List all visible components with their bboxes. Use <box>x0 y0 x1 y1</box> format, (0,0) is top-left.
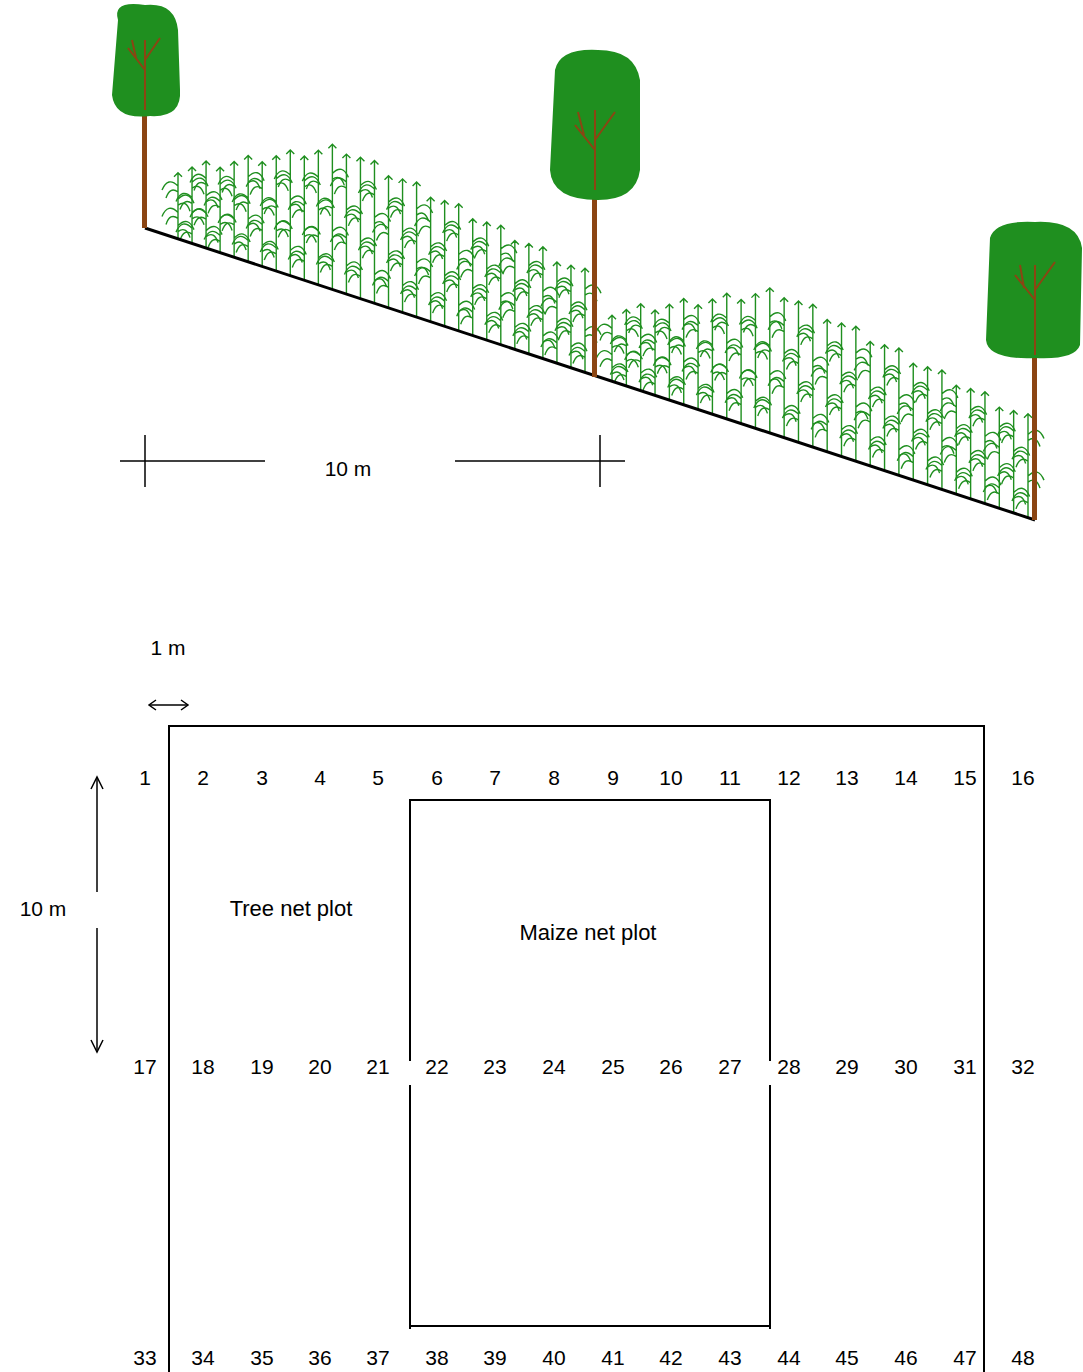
point-number: 34 <box>189 1346 216 1369</box>
point-number: 17 <box>131 1055 158 1078</box>
maize-plant <box>639 310 671 395</box>
point-number: 14 <box>892 766 919 789</box>
maize-plant <box>218 161 250 257</box>
maize-plant <box>457 219 489 336</box>
point-number: 4 <box>312 766 328 789</box>
maize-plant <box>754 288 786 433</box>
point-number: 11 <box>717 766 743 789</box>
point-number: 5 <box>370 766 386 789</box>
point-number: 8 <box>546 766 562 789</box>
maize-plant <box>344 157 376 298</box>
point-number: 26 <box>657 1055 684 1078</box>
maize-plant <box>373 176 405 308</box>
point-number: 40 <box>540 1346 567 1369</box>
dimension-label: 1 m <box>148 636 187 659</box>
maize-plant <box>471 222 503 340</box>
maize-plant <box>983 407 1015 508</box>
maize-plant <box>955 389 987 499</box>
point-number: 7 <box>487 766 503 789</box>
point-number: 46 <box>892 1346 919 1369</box>
point-number: 29 <box>833 1055 860 1078</box>
point-number: 2 <box>195 766 211 789</box>
plot-label: Maize net plot <box>518 921 659 945</box>
point-number: 10 <box>657 766 684 789</box>
maize-plant <box>682 305 714 410</box>
point-number: 48 <box>1009 1346 1036 1369</box>
maize-plant <box>316 144 348 289</box>
point-number: 13 <box>833 766 860 789</box>
maize-plants <box>162 144 1044 517</box>
maize-plant <box>826 323 858 457</box>
maize-plant <box>653 304 685 400</box>
dimension-line <box>120 435 625 487</box>
point-number: 9 <box>605 766 621 789</box>
point-number: 30 <box>892 1055 919 1078</box>
point-number: 39 <box>481 1346 508 1369</box>
point-number: 6 <box>429 766 445 789</box>
maize-plant <box>387 179 419 313</box>
point-number: 3 <box>254 766 270 789</box>
tree <box>112 4 180 228</box>
dimension-label: 10 m <box>323 457 374 480</box>
maize-plant <box>768 298 800 438</box>
point-number: 43 <box>716 1346 743 1369</box>
point-number: 35 <box>248 1346 275 1369</box>
point-number: 27 <box>716 1055 743 1078</box>
point-number: 37 <box>364 1346 391 1369</box>
maize-plant <box>1012 414 1044 518</box>
maize-plant <box>541 262 573 363</box>
plot-label: Tree net plot <box>228 897 355 921</box>
tree <box>550 50 640 377</box>
tree-net-plot: Tree net plotMaize net plot <box>168 725 985 1372</box>
maize-plant <box>840 326 872 461</box>
point-number: 16 <box>1009 766 1036 789</box>
maize-plant <box>668 298 700 404</box>
point-number: 42 <box>657 1346 684 1369</box>
maize-plant <box>401 182 433 317</box>
point-number: 45 <box>833 1346 860 1369</box>
point-number: 44 <box>775 1346 802 1369</box>
maize-plant <box>625 304 657 391</box>
maize-plant <box>897 363 929 480</box>
maize-plant <box>246 162 278 267</box>
tree <box>986 222 1082 520</box>
point-number: 12 <box>775 766 802 789</box>
point-number: 25 <box>599 1055 626 1078</box>
point-number: 15 <box>951 766 978 789</box>
point-number: 1 <box>137 766 153 789</box>
maize-plant <box>782 301 814 442</box>
maize-plant <box>869 345 901 471</box>
slope-ground <box>145 228 1035 520</box>
point-number: 23 <box>481 1055 508 1078</box>
point-number: 31 <box>951 1055 978 1078</box>
point-number: 32 <box>1009 1055 1036 1078</box>
maize-plant <box>513 244 545 354</box>
maize-plant <box>330 154 362 294</box>
point-number: 41 <box>599 1346 626 1369</box>
maize-plant <box>232 156 264 262</box>
maize-plant <box>811 320 843 452</box>
point-number: 47 <box>951 1346 978 1369</box>
point-number: 24 <box>540 1055 567 1078</box>
point-number: 20 <box>306 1055 333 1078</box>
point-number: 33 <box>131 1346 158 1369</box>
maize-plant <box>415 197 447 321</box>
agroforestry-illustration <box>0 0 1083 560</box>
point-number: 36 <box>306 1346 333 1369</box>
maize-plant <box>429 200 461 326</box>
point-number: 28 <box>775 1055 802 1078</box>
dimension-label: 10 m <box>18 897 69 920</box>
point-number: 18 <box>189 1055 216 1078</box>
point-number: 22 <box>423 1055 450 1078</box>
point-number: 19 <box>248 1055 275 1078</box>
point-number: 38 <box>423 1346 450 1369</box>
point-number: 21 <box>364 1055 391 1078</box>
